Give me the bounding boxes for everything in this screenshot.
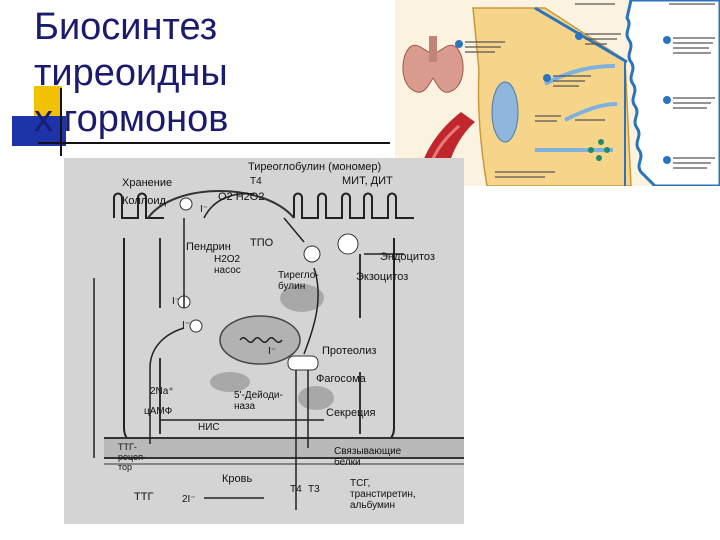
label-i-minus-1: I⁻ [200, 204, 208, 215]
title-decoration-blue [12, 116, 66, 146]
label-camp: цАМФ [144, 406, 173, 417]
label-nis: НИС [198, 422, 220, 433]
label-proteolysis: Протеолиз [322, 345, 376, 357]
label-line: альбумин [350, 499, 395, 511]
title-decoration-vertical-line [60, 88, 62, 156]
label-storage: Хранение [122, 177, 172, 189]
label-line: рецеп- [118, 452, 146, 462]
label-deiodinase: 5'-Дейоди-наза [234, 390, 283, 412]
label-tpo: ТПО [250, 237, 274, 249]
label-line: белки [334, 456, 361, 468]
label-tg-monomer: Тиреоглобулин (мономер) [248, 161, 381, 173]
label-pendrin: Пендрин [186, 241, 231, 253]
label-carriers: ТСГ,транстиретин,альбумин [350, 478, 416, 511]
label-blood: Кровь [222, 473, 252, 485]
label-t4-bottom: T4 [290, 484, 302, 495]
thyroid-synthesis-diagram: Тиреоглобулин (мономер) T4 МИТ, ДИТ Хран… [64, 158, 464, 524]
label-mit-dit: МИТ, ДИТ [342, 175, 393, 187]
label-line: наза [234, 401, 256, 412]
label-o2-h2o2: O2 H2O2 [218, 191, 264, 203]
label-two-na: 2Na⁺ [150, 386, 174, 397]
label-tg-short: Тирегло-булин [278, 270, 319, 292]
label-colloid: Коллоид [122, 195, 167, 207]
label-phagosome: Фагосома [316, 373, 367, 385]
label-receptor: ТТГ-рецеп-тор [118, 442, 146, 472]
follicle-cell-shape [472, 7, 632, 186]
label-line: булин [278, 280, 305, 292]
label-i-minus-3: I⁻ [182, 320, 190, 331]
diagram-svg: Тиреоглобулин (мономер) T4 МИТ, ДИТ Хран… [64, 158, 464, 524]
label-i-minus-2: I⁻ [172, 296, 180, 307]
blood-vessel-band [104, 438, 464, 458]
label-secretion: Секреция [326, 407, 376, 419]
label-tsh: ТТГ [134, 491, 153, 503]
label-t3-bottom: T3 [308, 484, 320, 495]
label-t4: T4 [250, 176, 262, 187]
label-two-i: 2I⁻ [182, 494, 196, 505]
label-line: тор [118, 462, 132, 472]
slide-title: Биосинтез тиреоидны х гормонов [34, 6, 229, 140]
nucleus-shape [491, 81, 519, 143]
color-thyroid-illustration [395, 0, 720, 186]
label-line: насос [214, 265, 241, 276]
label-endocytosis: Эндоцитоз [380, 251, 435, 263]
label-i-minus-4: I⁻ [268, 346, 276, 357]
title-underline [38, 142, 390, 144]
label-exocytosis: Экзоцитоз [356, 271, 408, 283]
colloid-membrane [625, 0, 720, 186]
apical-membrane [113, 192, 414, 219]
color-illustration-svg [395, 0, 720, 186]
label-line: транстиретин, [350, 489, 416, 500]
